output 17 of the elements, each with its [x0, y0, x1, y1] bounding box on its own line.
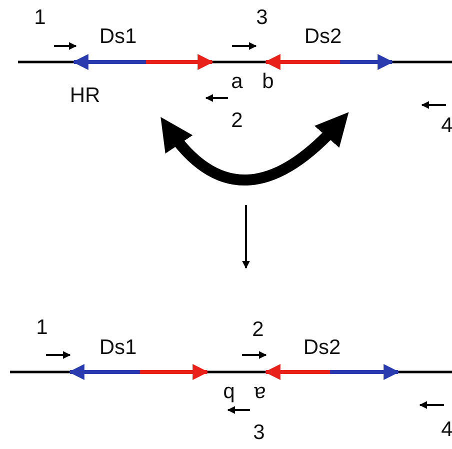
- process-label: HR: [70, 85, 100, 107]
- primer-number: 3: [256, 7, 268, 29]
- primer-number: 4: [441, 419, 452, 441]
- primer-number: 2: [252, 319, 264, 341]
- primer-number: 4: [441, 115, 452, 137]
- element-label: Ds2: [303, 337, 341, 359]
- site-label: b: [223, 382, 235, 404]
- element-label: Ds2: [304, 26, 342, 48]
- element-label: Ds1: [99, 337, 137, 359]
- site-label: a: [231, 71, 243, 93]
- primer-number: 3: [253, 422, 265, 444]
- primer-number: 1: [36, 317, 48, 339]
- element-label: Ds1: [99, 26, 137, 48]
- primer-number: 1: [34, 7, 46, 29]
- site-label: b: [262, 71, 274, 93]
- site-label: a: [254, 382, 266, 404]
- primer-number: 2: [231, 110, 243, 132]
